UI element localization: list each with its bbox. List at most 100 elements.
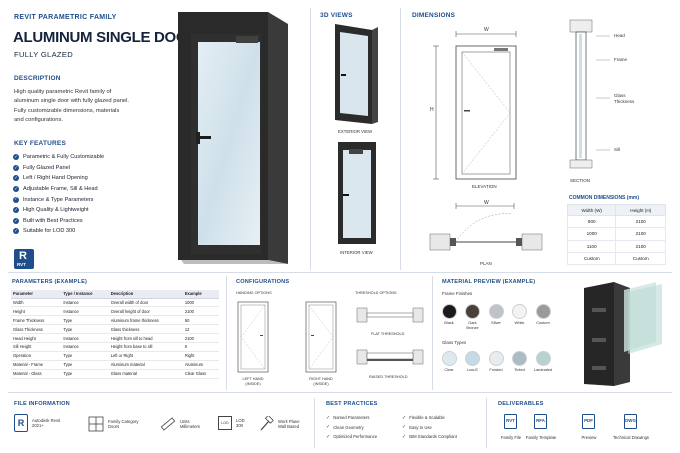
section-drawing bbox=[569, 19, 593, 169]
left-hand-drawing bbox=[237, 301, 269, 373]
interior-caption: INTERIOR VIEW bbox=[340, 250, 373, 255]
list-item: ✓Easy to Use bbox=[402, 424, 432, 431]
glass-swatch: Laminated bbox=[530, 351, 556, 373]
column-header: Type / Instance bbox=[61, 290, 109, 299]
right-hand-caption: RIGHT HAND(INSIDE) bbox=[309, 377, 333, 386]
file-icon bbox=[534, 414, 547, 429]
glass-swatch-label: Low-E bbox=[466, 367, 479, 372]
plan-drawing bbox=[429, 203, 543, 251]
check-icon: ✓ bbox=[13, 175, 19, 182]
divider bbox=[486, 398, 487, 448]
plan-width-label: W bbox=[484, 200, 489, 206]
dimensions-heading: DIMENSIONS bbox=[412, 12, 456, 19]
lod-icon: LOD bbox=[218, 416, 232, 430]
left-hand-caption: LEFT HAND(INSIDE) bbox=[242, 377, 264, 386]
views3d-heading: 3D VIEWS bbox=[320, 12, 353, 19]
list-item: ✓BIM Standards Compliant bbox=[402, 433, 457, 440]
column-header: Height (H) bbox=[615, 204, 666, 216]
file-info-heading: FILE INFORMATION bbox=[14, 401, 70, 407]
list-item: ✓Suitable for LOD 300 bbox=[13, 228, 76, 235]
check-icon: ✓ bbox=[13, 217, 19, 224]
list-item: ✓Built with Best Practices bbox=[13, 217, 83, 224]
threshold-heading: THRESHOLD OPTIONS bbox=[355, 291, 397, 295]
materials-heading: MATERIAL PREVIEW (EXAMPLE) bbox=[442, 279, 536, 285]
divider bbox=[432, 276, 433, 390]
frame-swatch: Black bbox=[436, 304, 462, 326]
common-dims-heading: COMMON DIMENSIONS (mm) bbox=[569, 195, 639, 201]
section-label-sill: Sill bbox=[614, 147, 621, 152]
category-grid-icon bbox=[88, 416, 104, 432]
frame-swatch-label: Black bbox=[444, 320, 454, 325]
section-leader-lines bbox=[596, 35, 610, 151]
glass-swatch: Clear bbox=[436, 351, 462, 373]
revit-icon: R bbox=[14, 414, 28, 432]
glass-types-heading: Glass Types bbox=[442, 340, 467, 345]
file-icon bbox=[624, 414, 637, 429]
flat-threshold-caption: FLAT THRESHOLD bbox=[371, 332, 405, 336]
glass-swatch-label: Tinted bbox=[514, 367, 525, 372]
list-item: ✓Optimized Performance bbox=[326, 433, 378, 440]
frame-swatch: Dark Bronze bbox=[460, 304, 486, 330]
raised-threshold-drawing bbox=[356, 349, 424, 365]
raised-threshold-caption: RAISED THRESHOLD bbox=[369, 375, 408, 379]
section-label-glass: Glass Thickness bbox=[614, 93, 635, 104]
glass-swatch-color bbox=[535, 351, 551, 366]
glass-swatch-label: Laminated bbox=[533, 367, 553, 372]
check-icon: ✓ bbox=[13, 228, 19, 235]
parameters-heading: PARAMETERS (EXAMPLE) bbox=[12, 279, 88, 285]
parameters-table: Parameter Type / Instance Description Ex… bbox=[11, 290, 219, 379]
list-item: ✓Instance & Type Parameters bbox=[13, 196, 94, 203]
section-label-head: Head bbox=[614, 33, 625, 38]
check-icon: ✓ bbox=[326, 433, 331, 440]
exterior-view-image bbox=[335, 24, 378, 124]
frame-swatch-color bbox=[465, 304, 480, 319]
features-list: ✓Parametric & Fully Customizable ✓Fully … bbox=[13, 152, 104, 237]
frame-swatch: Silver bbox=[483, 304, 509, 326]
handing-heading: HANDING OPTIONS bbox=[236, 291, 272, 295]
page-subtitle: FULLY GLAZED bbox=[14, 50, 74, 59]
frame-finishes-heading: Frame Finishes bbox=[442, 291, 473, 296]
exterior-caption: EXTERIOR VIEW bbox=[338, 129, 373, 134]
glass-swatch: Low-E bbox=[460, 351, 486, 373]
glass-swatch-color bbox=[441, 351, 457, 366]
divider bbox=[314, 398, 315, 448]
frame-swatch: Custom bbox=[530, 304, 556, 326]
column-header: Parameter bbox=[11, 290, 62, 299]
file-icon bbox=[582, 414, 595, 429]
section-caption: SECTION bbox=[570, 178, 591, 183]
configurations-heading: CONFIGURATIONS bbox=[236, 279, 290, 285]
list-item: ✓Flexible & Scalable bbox=[402, 414, 445, 421]
plan-caption: PLAN bbox=[480, 261, 492, 266]
frame-swatch-label: Custom bbox=[536, 320, 550, 325]
check-icon: ✓ bbox=[402, 424, 407, 431]
height-dim-label: H bbox=[430, 107, 434, 113]
ruler-icon bbox=[160, 417, 176, 431]
frame-swatch-color bbox=[512, 304, 527, 319]
best-practices-heading: BEST PRACTICES bbox=[326, 401, 378, 407]
file-icon bbox=[504, 414, 517, 429]
glass-swatch-label: Frosted bbox=[489, 367, 503, 372]
deliverables-heading: DELIVERABLES bbox=[498, 401, 544, 407]
elevation-caption: ELEVATION bbox=[472, 184, 497, 189]
best-practices-col1: ✓Named Parameters ✓Clean Geometry ✓Optim… bbox=[326, 413, 377, 442]
description-heading: DESCRIPTION bbox=[14, 75, 61, 82]
glass-swatch-color bbox=[465, 351, 480, 366]
deliverable-label: Preview bbox=[581, 435, 597, 440]
glass-swatch-color bbox=[488, 351, 504, 366]
list-item: ✓Adjustable Frame, Sill & Head bbox=[13, 185, 98, 193]
width-dim-label: W bbox=[484, 27, 489, 33]
frame-profile-image bbox=[584, 282, 662, 386]
list-item: ✓Fully Glazed Panel bbox=[13, 164, 70, 171]
